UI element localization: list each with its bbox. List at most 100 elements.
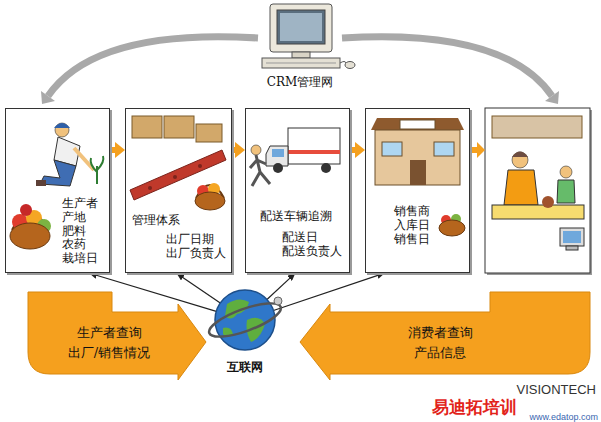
farmer-picture bbox=[54, 123, 70, 128]
delivery-picture bbox=[250, 155, 270, 186]
delivery-picture bbox=[273, 163, 283, 173]
computer-icon bbox=[262, 4, 355, 69]
store-picture bbox=[434, 142, 454, 156]
band-shape bbox=[300, 292, 590, 380]
factory-picture bbox=[196, 124, 222, 142]
globe-shape bbox=[215, 290, 275, 350]
sync-arrow bbox=[41, 91, 55, 104]
store-picture bbox=[382, 142, 402, 156]
network-title: CRM管理网 bbox=[267, 76, 334, 90]
flow-arrow bbox=[232, 147, 237, 153]
process-box: 管理体系出厂日期 出厂负责人 bbox=[125, 108, 232, 273]
farmer-picture bbox=[20, 204, 32, 216]
flow-arrow bbox=[350, 147, 357, 153]
sync-arrow bbox=[342, 37, 552, 96]
link-arrow bbox=[273, 275, 379, 311]
consumer-box bbox=[566, 246, 578, 250]
factory-picture bbox=[132, 116, 162, 138]
factory-picture bbox=[130, 116, 226, 210]
delivery-picture bbox=[288, 128, 340, 164]
text-slot: 生产者查询 bbox=[54, 322, 164, 341]
text-slot: 出厂/销售情况 bbox=[54, 342, 164, 361]
farmer-picture bbox=[10, 223, 50, 249]
computer-icon bbox=[277, 10, 325, 44]
delivery-picture bbox=[250, 128, 340, 186]
brand-watermark: VISIONTECH bbox=[517, 383, 596, 398]
node-text: 出厂/销售情况 bbox=[68, 346, 150, 361]
computer-icon bbox=[292, 52, 310, 58]
computer-icon bbox=[266, 63, 336, 64]
globe-shape bbox=[274, 297, 282, 305]
label-slot: VISIONTECH bbox=[480, 379, 596, 398]
factory-picture bbox=[148, 186, 152, 190]
text-slot: 出厂日期 出厂负责人 bbox=[166, 233, 228, 261]
delivery-picture bbox=[272, 149, 284, 157]
node-text: 互联网 bbox=[227, 361, 263, 375]
computer-icon bbox=[340, 62, 346, 64]
process-box: 生产者 产地 肥料 农药 栽培日 bbox=[5, 108, 110, 273]
node-text: 产品信息 bbox=[414, 346, 466, 361]
text-slot: 生产者 产地 肥料 农药 栽培日 bbox=[62, 197, 106, 266]
consumer-box bbox=[512, 152, 528, 158]
computer-icon bbox=[270, 4, 332, 52]
label-slot: CRM管理网 bbox=[250, 71, 350, 90]
globe-shape bbox=[206, 290, 285, 350]
flow-chevron bbox=[470, 142, 485, 158]
factory-picture bbox=[195, 192, 225, 210]
delivery-picture bbox=[266, 146, 288, 166]
link-arrow bbox=[267, 277, 291, 299]
text-slot: 产品信息 bbox=[380, 342, 500, 361]
node-text: 消费者查询 bbox=[408, 326, 473, 341]
text-slot: 互联网 bbox=[205, 356, 285, 375]
globe-shape bbox=[213, 288, 277, 352]
query-band: 消费者查询产品信息 bbox=[300, 292, 590, 386]
band-shape bbox=[28, 292, 206, 380]
node-text: 配送日 配送负责人 bbox=[282, 231, 346, 259]
globe-shape bbox=[206, 297, 285, 344]
consumer-box bbox=[485, 108, 590, 273]
flow-arrow bbox=[110, 147, 117, 153]
consumer-box bbox=[542, 196, 554, 208]
store-picture bbox=[410, 160, 426, 185]
store-picture bbox=[439, 220, 465, 236]
consumer-box bbox=[563, 231, 581, 243]
farmer-picture bbox=[91, 156, 104, 184]
computer-icon bbox=[345, 62, 355, 69]
delivery-picture bbox=[321, 163, 331, 173]
factory-picture bbox=[198, 164, 202, 168]
computer-icon bbox=[262, 58, 340, 68]
node-text: 配送车辆追溯 bbox=[260, 210, 332, 224]
flow-chevron bbox=[470, 142, 485, 158]
link-arrow bbox=[95, 275, 217, 312]
delivery-picture bbox=[288, 150, 340, 154]
text-slot: 配送车辆追溯 bbox=[260, 205, 338, 224]
url-watermark: www.edatop.com bbox=[529, 412, 598, 422]
label-slot: www.edatop.com bbox=[520, 405, 598, 422]
node-text: 生产者 产地 肥料 农药 栽培日 bbox=[62, 197, 106, 266]
text-slot: 销售商 入库日 销售日 bbox=[394, 205, 438, 247]
label-slot: 易迪拓培训 bbox=[432, 398, 532, 418]
link-arrow bbox=[181, 276, 220, 303]
consumer-box bbox=[560, 228, 584, 246]
farmer-picture bbox=[10, 123, 103, 249]
node-text: 生产者查询 bbox=[77, 326, 142, 341]
consumer-box bbox=[492, 205, 584, 219]
factory-picture bbox=[173, 175, 177, 179]
node-text: 管理体系 bbox=[132, 214, 180, 228]
delivery-picture bbox=[251, 145, 261, 155]
consumer-box bbox=[492, 116, 582, 138]
sync-arrow bbox=[48, 37, 258, 96]
consumer-box bbox=[557, 180, 575, 203]
text-slot: 配送日 配送负责人 bbox=[282, 231, 346, 259]
store-picture bbox=[371, 118, 464, 130]
farmer-picture bbox=[55, 123, 69, 137]
node-text: 销售商 入库日 销售日 bbox=[394, 205, 438, 246]
consumer-box bbox=[512, 152, 528, 168]
process-box: 销售商 入库日 销售日 bbox=[365, 108, 470, 273]
process-box: 配送车辆追溯配送日 配送负责人 bbox=[245, 108, 350, 273]
farmer-picture bbox=[36, 180, 46, 186]
consumer-box bbox=[504, 170, 538, 205]
computer-icon bbox=[280, 13, 322, 41]
node-text: 出厂日期 出厂负责人 bbox=[166, 233, 228, 261]
site-watermark: 易迪拓培训 bbox=[432, 398, 517, 418]
